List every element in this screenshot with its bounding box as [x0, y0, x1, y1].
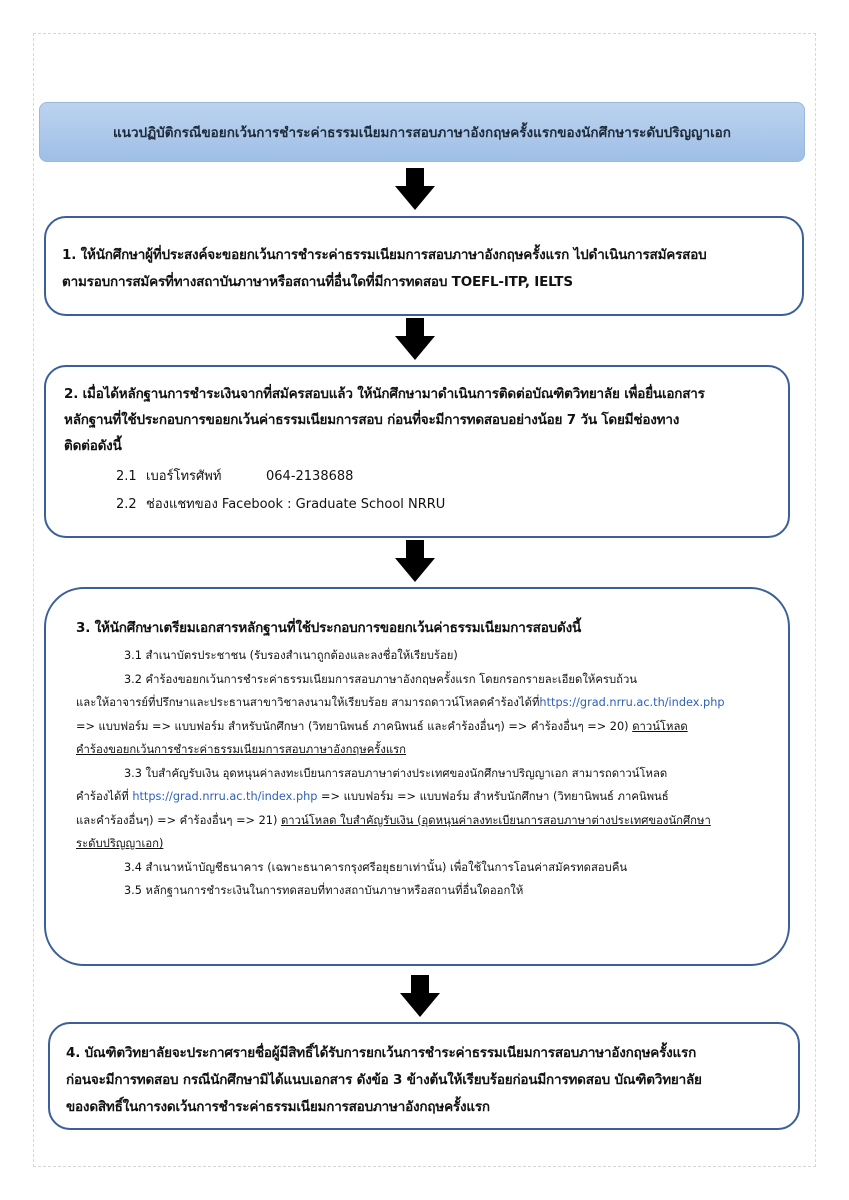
item-3-2-text-a: 3.2 คำร้องขอยกเว้นการชำระค่าธรรมเนียมการ…	[124, 672, 638, 686]
item-3-1: 3.1 สำเนาบัตรประชาชน (รับรองสำเนาถูกต้อง…	[124, 649, 458, 662]
item-3-2: 3.2 คำร้องขอยกเว้นการชำระค่าธรรมเนียมการ…	[76, 668, 772, 715]
step-4-line-2: ก่อนจะมีการทดสอบ กรณีนักศึกษามิได้แนบเอก…	[66, 1072, 702, 1088]
contact-list: 2.1 เบอร์โทรศัพท์ 064-2138688 2.2 ช่องแช…	[64, 463, 772, 519]
step-4-box: 4. บัณฑิตวิทยาลัยจะประกาศรายชื่อผู้มีสิท…	[48, 1022, 800, 1130]
item-3-4: 3.4 สำเนาหน้าบัญชีธนาคาร (เฉพาะธนาคารกรุ…	[124, 860, 628, 874]
step-1-box: 1. ให้นักศึกษาผู้ที่ประสงค์จะขอยกเว้นการ…	[44, 216, 804, 316]
grad-link[interactable]: https://grad.nrru.ac.th/index.php	[132, 790, 318, 803]
item-3-3-cont: คำร้องได้ที่ https://grad.nrru.ac.th/ind…	[76, 785, 772, 809]
arrow-down-icon	[395, 318, 435, 360]
step-4-line-1: 4. บัณฑิตวิทยาลัยจะประกาศรายชื่อผู้มีสิท…	[66, 1045, 697, 1061]
arrow-down-icon	[400, 975, 440, 1017]
item-3-5: 3.5 หลักฐานการชำระเงินในการทดสอบที่ทางสถ…	[124, 884, 524, 897]
contact-facebook-number: 2.2	[116, 497, 137, 512]
title-text: แนวปฏิบัติกรณีขอยกเว้นการชำระค่าธรรมเนีย…	[113, 125, 731, 141]
form-21-link[interactable]: ดาวน์โหลด ใบสำคัญรับเงิน (อุดหนุนค่าลงทะ…	[280, 813, 711, 827]
form-21-link-cont[interactable]: ระดับปริญญาเอก)	[76, 837, 164, 850]
item-3-3: 3.3 ใบสำคัญรับเงิน อุดหนุนค่าลงทะเบียนกา…	[124, 766, 668, 780]
item-3-2-cont: => แบบฟอร์ม => แบบฟอร์ม สำหรับนักศึกษา (…	[76, 715, 772, 739]
step-2-line-3: ติดต่อดังนี้	[64, 438, 122, 454]
contact-phone: 2.1 เบอร์โทรศัพท์ 064-2138688	[64, 463, 772, 491]
arrow-down-icon	[395, 168, 435, 210]
step-2-box: 2. เมื่อได้หลักฐานการชำระเงินจากที่สมัคร…	[44, 365, 790, 538]
step-3-heading: 3. ให้นักศึกษาเตรียมเอกสารหลักฐานที่ใช้ป…	[76, 620, 581, 636]
contact-facebook: 2.2 ช่องแชทของ Facebook : Graduate Schoo…	[64, 491, 772, 519]
step-1-line-2: ตามรอบการสมัครที่ทางสถาบันภาษาหรือสถานที…	[62, 274, 573, 290]
item-3-3-cont-2: และคำร้องอื่นๆ) => คำร้องอื่นๆ => 21) ดา…	[76, 809, 772, 833]
contact-phone-label: เบอร์โทรศัพท์	[146, 469, 222, 484]
contact-phone-number: 2.1	[116, 469, 137, 484]
download-link[interactable]: ดาวน์โหลด	[632, 719, 688, 733]
item-3-3-text-d: และคำร้องอื่นๆ) => คำร้องอื่นๆ => 21)	[76, 813, 281, 827]
arrow-down-icon	[395, 540, 435, 582]
page-frame	[33, 33, 816, 1167]
step-1-line-1: 1. ให้นักศึกษาผู้ที่ประสงค์จะขอยกเว้นการ…	[62, 247, 707, 263]
step-4-line-3: ของดสิทธิ์ในการงดเว้นการชำระค่าธรรมเนียม…	[66, 1099, 490, 1115]
item-3-2-text-c: => แบบฟอร์ม => แบบฟอร์ม สำหรับนักศึกษา (…	[76, 719, 633, 733]
step-2-line-2: หลักฐานที่ใช้ประกอบการขอยกเว้นค่าธรรมเนี…	[64, 412, 680, 428]
item-3-2-text-b: และให้อาจารย์ที่ปรึกษาและประธานสาขาวิชาล…	[76, 696, 540, 709]
step-2-line-1: 2. เมื่อได้หลักฐานการชำระเงินจากที่สมัคร…	[64, 386, 705, 402]
grad-link[interactable]: https://grad.nrru.ac.th/index.php	[539, 696, 725, 709]
item-3-3-text-c: => แบบฟอร์ม => แบบฟอร์ม สำหรับนักศึกษา (…	[317, 790, 669, 803]
form-20-link[interactable]: คำร้องขอยกเว้นการชำระค่าธรรมเนียมการสอบภ…	[76, 743, 407, 756]
document-list: 3.1 สำเนาบัตรประชาชน (รับรองสำเนาถูกต้อง…	[76, 644, 772, 903]
page-title: แนวปฏิบัติกรณีขอยกเว้นการชำระค่าธรรมเนีย…	[39, 102, 805, 162]
contact-facebook-text: ช่องแชทของ Facebook : Graduate School NR…	[146, 497, 446, 512]
item-3-3-text-b: คำร้องได้ที่	[76, 790, 133, 803]
contact-phone-value: 064-2138688	[266, 469, 354, 484]
step-3-box: 3. ให้นักศึกษาเตรียมเอกสารหลักฐานที่ใช้ป…	[44, 587, 790, 966]
